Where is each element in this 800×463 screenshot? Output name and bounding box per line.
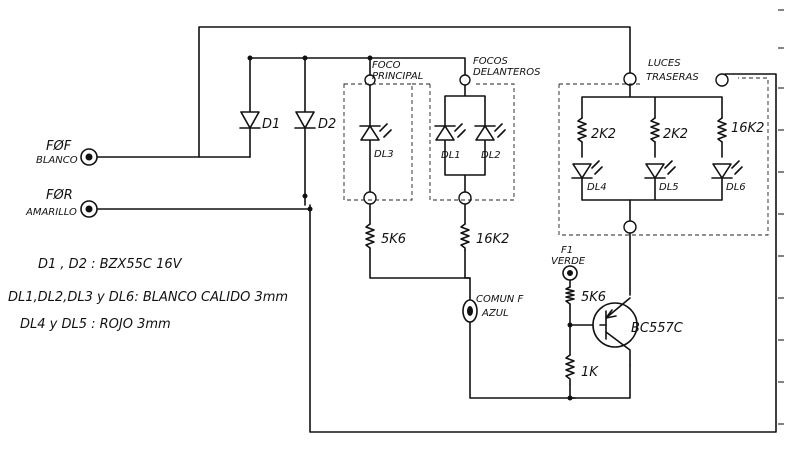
label-comun-f: COMUN F — [476, 294, 523, 305]
label-dl3: DL3 — [374, 149, 394, 160]
resistor-2k2-a — [577, 117, 587, 143]
note-zener: D1 , D2 : BZX55C 16V — [38, 257, 183, 272]
label-azul: AZUL — [481, 308, 509, 319]
resistors — [365, 117, 727, 385]
led-dl3 — [359, 123, 392, 141]
notebook-edge-marks — [778, 9, 784, 425]
label-r-2k2-a: 2K2 — [591, 127, 616, 142]
label-luces-traseras-2: TRASERAS — [646, 72, 699, 83]
led-dl2 — [474, 123, 506, 141]
note-white-leds: DL1,DL2,DL3 y DL6: BLANCO CALIDO 3mm — [8, 290, 288, 305]
component-notes: D1 , D2 : BZX55C 16V DL1,DL2,DL3 y DL6: … — [8, 257, 288, 332]
connectors — [363, 72, 729, 234]
label-dl5: DL5 — [659, 182, 679, 193]
component-labels: D1 D2 DL3 DL1 DL2 DL4 DL5 DL6 FOCO PRINC… — [25, 56, 764, 380]
zener-diode-d1 — [239, 111, 261, 129]
terminal-blanco — [80, 148, 98, 166]
label-dl1: DL1 — [441, 150, 461, 161]
label-r-5k6-b: 5K6 — [581, 290, 606, 305]
label-bc557c: BC557C — [631, 321, 684, 336]
label-foco-principal-2: PRINCIPAL — [372, 71, 423, 82]
label-d1: D1 — [262, 117, 280, 132]
wires — [95, 26, 777, 433]
label-dl6: DL6 — [726, 182, 746, 193]
zener-diode-d2 — [294, 111, 316, 129]
resistor-5k6-a — [365, 223, 375, 249]
label-r-16k2-b: 16K2 — [731, 121, 764, 136]
label-f1: F1 — [561, 245, 573, 256]
label-r-5k6-a: 5K6 — [381, 232, 406, 247]
label-fof: FØF — [46, 139, 72, 154]
label-dl2: DL2 — [481, 150, 501, 161]
label-dl4: DL4 — [587, 182, 607, 193]
resistor-16k2-a — [460, 223, 470, 251]
label-verde: VERDE — [551, 256, 586, 267]
label-focos-delanteros-2: DELANTEROS — [473, 67, 541, 78]
resistor-5k6-b — [565, 286, 575, 305]
label-d2: D2 — [318, 117, 336, 132]
label-foco-principal-1: FOCO — [372, 60, 401, 71]
terminal-amarillo — [80, 200, 98, 218]
resistor-1k — [565, 354, 575, 385]
resistor-16k2-b — [717, 117, 727, 143]
terminal-verde — [562, 265, 578, 281]
label-r-16k2-a: 16K2 — [476, 232, 509, 247]
group-boxes — [343, 77, 769, 236]
led-dl5 — [644, 160, 676, 179]
led-dl4 — [571, 160, 603, 179]
label-blanco: BLANCO — [36, 155, 78, 166]
label-amarillo: AMARILLO — [25, 207, 77, 218]
resistor-2k2-b — [650, 117, 660, 143]
label-focos-delanteros-1: FOCOS — [473, 56, 508, 67]
label-r-2k2-b: 2K2 — [663, 127, 688, 142]
transistor-bc557c — [592, 297, 638, 366]
note-red-leds: DL4 y DL5 : ROJO 3mm — [20, 317, 171, 332]
label-r-1k: 1K — [581, 365, 599, 380]
led-dl1 — [434, 123, 466, 141]
label-for: FØR — [46, 188, 73, 203]
junction-dots — [247, 55, 573, 401]
terminal-comun — [462, 299, 478, 323]
label-luces-traseras-1: LUCES — [648, 58, 681, 69]
led-dl6 — [711, 160, 743, 179]
